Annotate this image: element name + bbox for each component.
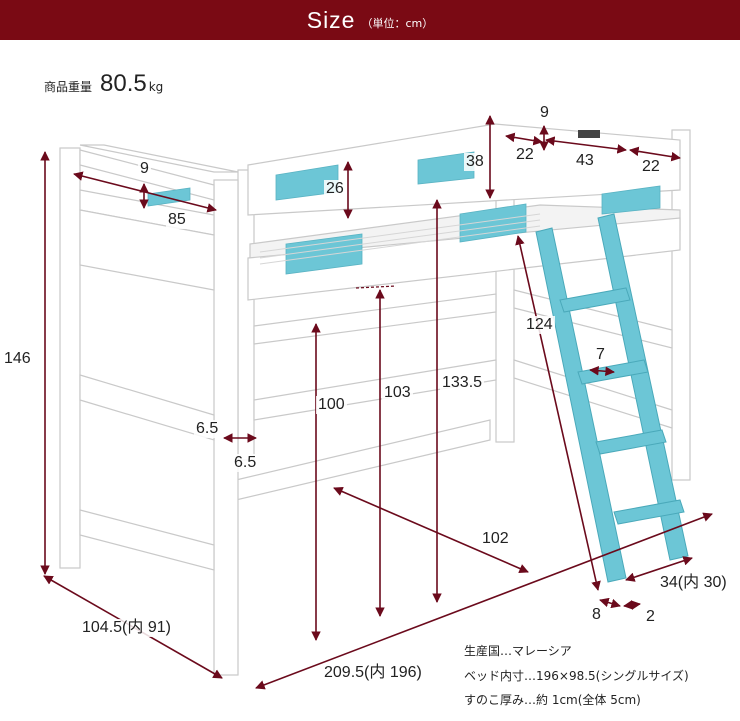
dim-guard-height-left: 9 <box>138 160 151 178</box>
dim-floor-to-slats: 103 <box>382 384 413 402</box>
outlet-icon <box>578 130 600 138</box>
back-mid-rail <box>253 293 497 345</box>
spec-origin: 生産国…マレーシア <box>464 644 572 658</box>
dim-ladder-length: 124 <box>524 316 555 334</box>
size-banner: Size （単位：cm） <box>0 0 740 40</box>
front-lower-rail <box>235 419 491 501</box>
dim-total-height: 146 <box>2 350 33 368</box>
slat-reference-line <box>355 285 397 289</box>
dim-total-depth: 104.5(内 91) <box>80 619 173 637</box>
weight-unit: kg <box>148 80 164 94</box>
dim-ladder-rail-w: 8 <box>590 606 603 624</box>
dim-interior-width: 102 <box>480 530 511 548</box>
dim-guard-height-right: 38 <box>464 153 486 171</box>
dim-head-right: 22 <box>640 158 662 176</box>
weight-info: 商品重量 80.5 kg <box>44 70 163 98</box>
dim-head-center: 43 <box>574 152 596 170</box>
slat-lines <box>259 213 541 265</box>
dim-ladder-width: 34(内 30) <box>658 574 729 592</box>
dim-head-left: 22 <box>514 146 536 164</box>
spec-inner-size: ベッド内寸…196×98.5(シングルサイズ) <box>464 669 689 683</box>
dim-floor-to-frame: 100 <box>316 396 347 414</box>
spec-slat-thickness: すのこ厚み…約 1cm(全体 5cm) <box>464 693 641 707</box>
dim-guard-gap: 26 <box>324 180 346 198</box>
weight-value: 80.5 <box>100 70 147 97</box>
dim-ladder-rail-d: 2 <box>644 608 657 626</box>
dim-guard-width-left: 85 <box>166 211 188 229</box>
dim-head-shelf-height: 9 <box>538 104 551 122</box>
bed-frame <box>59 123 691 676</box>
dim-rung-gap: 7 <box>594 346 607 364</box>
head-cap <box>79 144 239 173</box>
dim-total-length: 209.5(内 196) <box>322 664 424 682</box>
dim-post-depth: 6.5 <box>232 454 259 472</box>
dim-post-width: 6.5 <box>194 420 221 438</box>
head-lower-rail-1 <box>79 374 215 441</box>
banner-title: Size <box>306 6 356 33</box>
weight-label: 商品重量 <box>44 80 93 94</box>
front-left-post <box>59 147 81 569</box>
banner-unit: （単位：cm） <box>361 16 434 30</box>
head-lower-rail-2 <box>79 509 215 571</box>
dim-floor-to-top: 133.5 <box>440 374 485 392</box>
